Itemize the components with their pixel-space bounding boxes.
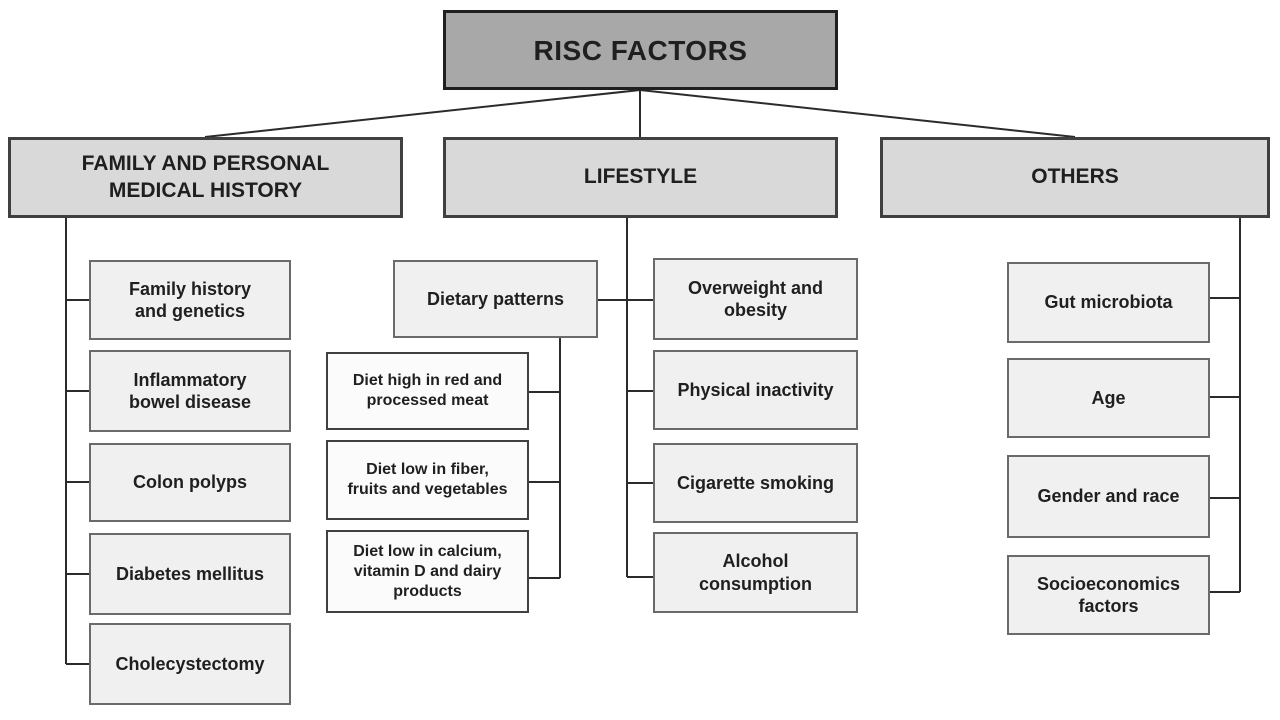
node-inflammatory-bowel-disease: Inflammatory bowel disease (89, 350, 291, 432)
node-overweight-obesity-label: Overweight and obesity (687, 277, 824, 321)
node-overweight-obesity: Overweight and obesity (653, 258, 858, 340)
node-colon-polyps: Colon polyps (89, 443, 291, 522)
node-others: OTHERS (880, 137, 1270, 218)
node-colon-polyps-label: Colon polyps (133, 472, 247, 493)
node-family-medical-history: FAMILY AND PERSONAL MEDICAL HISTORY (8, 137, 403, 218)
node-diabetes-mellitus: Diabetes mellitus (89, 533, 291, 615)
connector-dietary-branch (529, 299, 627, 579)
node-diet-low-calcium-label: Diet low in calcium, vitamin D and dairy… (353, 542, 502, 600)
connector-root-to-headers (204, 89, 1076, 138)
node-family-medical-history-label: FAMILY AND PERSONAL MEDICAL HISTORY (81, 152, 330, 202)
node-cholecystectomy: Cholecystectomy (89, 623, 291, 705)
node-cigarette-smoking-label: Cigarette smoking (676, 472, 835, 493)
node-inflammatory-bowel-disease-label: Inflammatory bowel disease (128, 369, 252, 413)
connector-family-branch (65, 218, 89, 665)
node-gender-race: Gender and race (1007, 455, 1210, 538)
node-risc-factors-label: RISC FACTORS (533, 34, 748, 66)
node-cigarette-smoking: Cigarette smoking (653, 443, 858, 523)
node-alcohol-consumption: Alcohol consumption (653, 532, 858, 613)
connector-lifestyle-branch (626, 218, 653, 578)
node-physical-inactivity: Physical inactivity (653, 350, 858, 430)
node-lifestyle-label: LIFESTYLE (583, 165, 698, 189)
node-risc-factors: RISC FACTORS (443, 10, 838, 90)
node-gut-microbiota-label: Gut microbiota (1044, 292, 1173, 313)
node-lifestyle: LIFESTYLE (443, 137, 838, 218)
connector-others-branch (1210, 218, 1241, 593)
node-alcohol-consumption-label: Alcohol consumption (699, 551, 812, 594)
node-diet-red-processed-meat: Diet high in red and processed meat (326, 352, 529, 430)
node-diet-low-calcium: Diet low in calcium, vitamin D and dairy… (326, 530, 529, 613)
node-cholecystectomy-label: Cholecystectomy (115, 653, 265, 674)
node-dietary-patterns-label: Dietary patterns (426, 288, 565, 309)
node-age-label: Age (1091, 387, 1126, 408)
node-age: Age (1007, 358, 1210, 438)
node-socioeconomics-factors: Socioeconomics factors (1007, 555, 1210, 635)
node-diabetes-mellitus-label: Diabetes mellitus (115, 563, 265, 584)
node-dietary-patterns: Dietary patterns (393, 260, 598, 338)
node-gender-race-label: Gender and race (1037, 486, 1180, 507)
node-gut-microbiota: Gut microbiota (1007, 262, 1210, 343)
node-family-history-genetics: Family history and genetics (89, 260, 291, 340)
node-diet-low-fiber-label: Diet low in fiber, fruits and vegetables (347, 461, 508, 498)
node-diet-low-fiber: Diet low in fiber, fruits and vegetables (326, 440, 529, 520)
node-socioeconomics-factors-label: Socioeconomics factors (1036, 573, 1181, 617)
node-diet-red-processed-meat-label: Diet high in red and processed meat (352, 372, 503, 409)
node-physical-inactivity-label: Physical inactivity (677, 379, 834, 400)
node-others-label: OTHERS (1031, 165, 1119, 189)
node-family-history-genetics-label: Family history and genetics (128, 278, 252, 322)
